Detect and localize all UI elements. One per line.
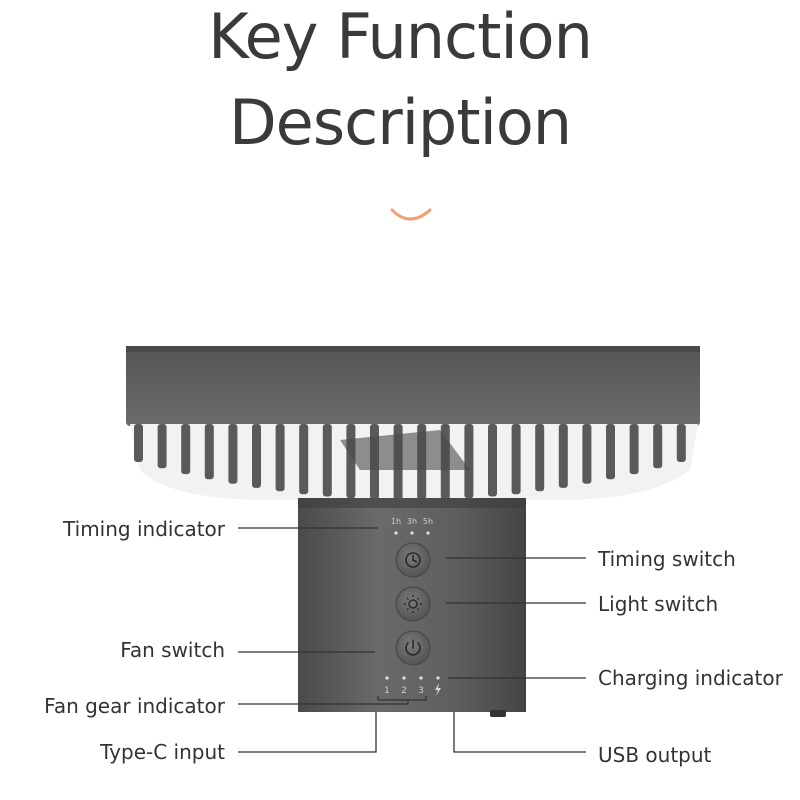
grille-bar	[629, 424, 639, 475]
gear-mark-label: 2	[401, 686, 407, 696]
gear-bracket	[377, 696, 427, 701]
gear-indicator-group: 1 2 3	[384, 676, 440, 696]
label-timing-indicator: Timing indicator	[63, 517, 225, 541]
label-fan-switch: Fan switch	[120, 638, 225, 662]
timing-indicator-group: 1h 3h 5h	[391, 517, 433, 535]
grille-bar	[653, 424, 663, 469]
gear-indicator-dot	[402, 676, 406, 680]
gear-mark-label: 1	[384, 686, 390, 696]
leader-lines	[238, 527, 586, 753]
usb-port	[490, 710, 506, 717]
label-charging-indicator: Charging indicator	[598, 666, 783, 690]
timing-switch-button[interactable]	[395, 542, 431, 578]
grille-bar	[511, 424, 521, 495]
title-line-2: Description	[228, 86, 572, 159]
timing-mark-label: 3h	[407, 517, 417, 526]
lightning-icon	[435, 683, 441, 696]
grille-bar	[676, 424, 686, 462]
timing-indicator-dot	[426, 531, 430, 535]
grille-bar	[535, 424, 545, 492]
gear-indicator-dot	[419, 676, 423, 680]
gear-mark-label: 3	[418, 686, 424, 696]
fan-head-top	[126, 346, 700, 426]
label-timing-switch: Timing switch	[598, 547, 736, 571]
fan-grille	[134, 424, 686, 500]
gear-indicator-dot	[385, 676, 389, 680]
grille-bar	[464, 424, 474, 499]
grille-bar	[181, 424, 191, 475]
timing-mark-label: 1h	[391, 517, 401, 526]
grille-bar	[252, 424, 261, 488]
light-switch-button[interactable]	[395, 586, 431, 622]
grille-bar	[228, 424, 238, 484]
leader-usb	[453, 712, 586, 753]
grille-bar	[488, 424, 497, 497]
label-usb-output: USB output	[598, 743, 712, 767]
leader-fan-gear	[238, 700, 409, 705]
charging-indicator-dot	[436, 676, 440, 680]
power-icon	[405, 639, 421, 656]
accent-arc	[390, 208, 432, 221]
grille-bar	[275, 424, 285, 492]
label-fan-gear-indicator: Fan gear indicator	[44, 694, 225, 718]
grille-bar	[346, 424, 356, 499]
grille-bar	[606, 424, 615, 480]
clock-icon	[405, 552, 421, 568]
grille-bar	[322, 424, 332, 497]
fan-switch-button[interactable]	[395, 630, 431, 666]
sun-icon	[404, 595, 422, 613]
label-type-c-input: Type-C input	[100, 740, 225, 764]
timing-indicator-dot	[394, 531, 398, 535]
timing-mark-label: 5h	[423, 517, 433, 526]
grille-bar	[204, 424, 214, 480]
grille-bar	[299, 424, 309, 495]
grille-bar	[134, 424, 143, 462]
label-light-switch: Light switch	[598, 592, 719, 616]
grille-bar	[582, 424, 592, 484]
grille-bar	[157, 424, 167, 469]
leader-type-c	[238, 712, 377, 753]
title-line-1: Key Function	[208, 0, 593, 73]
grille-bar	[558, 424, 568, 488]
timing-indicator-dot	[410, 531, 414, 535]
